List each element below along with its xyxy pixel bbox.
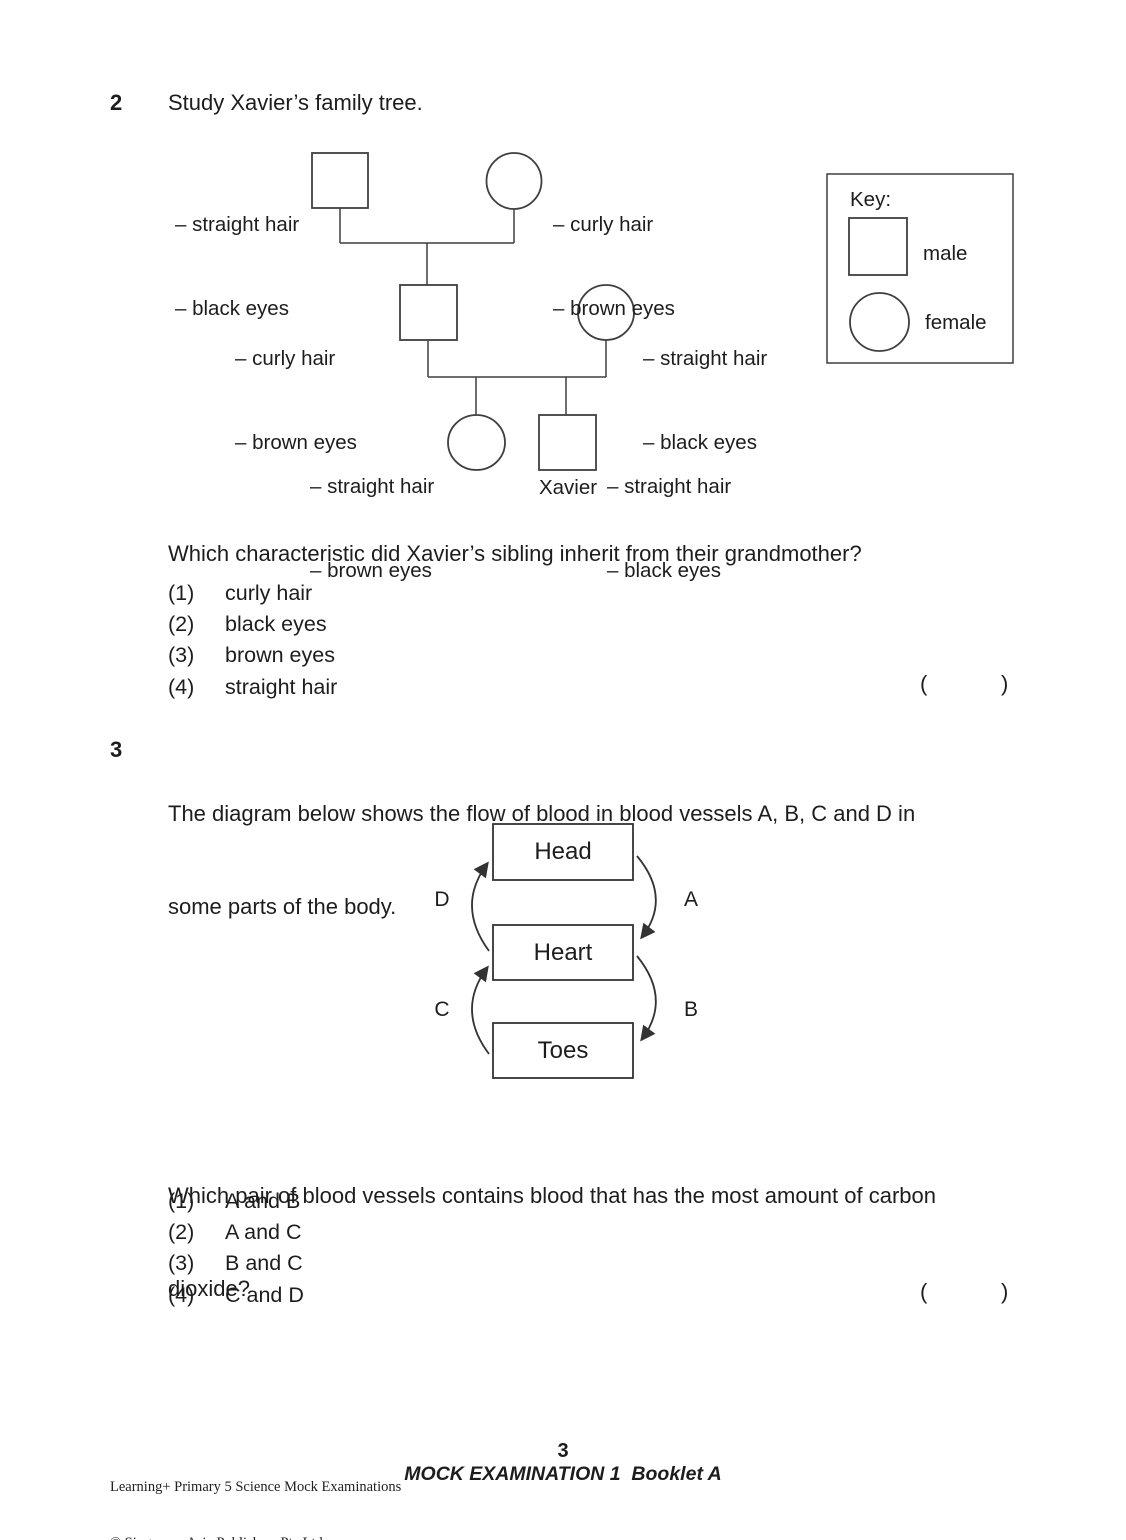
q2-option-3-number: (3) bbox=[168, 643, 195, 667]
vessel-a-label: A bbox=[683, 888, 698, 911]
trait-line: – brown eyes bbox=[553, 297, 675, 320]
flow-box-heart-label: Heart bbox=[533, 939, 593, 966]
q2-option-2-label: black eyes bbox=[225, 612, 327, 636]
q2-option-2: (2) black eyes bbox=[168, 612, 327, 637]
footer-booklet-title: MOCK EXAMINATION 1 Booklet A bbox=[404, 1463, 722, 1485]
footer-imprint: Learning+ Primary 5 Science Mock Examina… bbox=[110, 1441, 401, 1540]
pedigree-xavier-male-symbol bbox=[538, 414, 597, 471]
q2-option-1: (1) curly hair bbox=[168, 581, 312, 606]
trait-line: – black eyes bbox=[607, 559, 721, 582]
q3-answer-bracket-open: ( bbox=[920, 1279, 928, 1304]
q3-option-2-label: A and C bbox=[225, 1220, 302, 1244]
q3-option-4: (4) C and D bbox=[168, 1283, 304, 1308]
q3-option-3: (3) B and C bbox=[168, 1251, 303, 1276]
q3-option-3-label: B and C bbox=[225, 1251, 303, 1275]
pedigree-sister-female-symbol bbox=[447, 414, 506, 471]
pedigree-father-male-symbol bbox=[399, 284, 458, 341]
key-male-symbol bbox=[848, 217, 908, 276]
footer-page-number: 3 bbox=[557, 1440, 569, 1462]
q3-question-line-1: Which pair of blood vessels contains blo… bbox=[168, 1183, 936, 1208]
key-female-symbol bbox=[849, 292, 910, 352]
q2-option-1-label: curly hair bbox=[225, 581, 313, 605]
vessel-c-label: C bbox=[434, 998, 450, 1021]
flow-box-toes-label: Toes bbox=[537, 1037, 589, 1064]
q3-number: 3 bbox=[110, 737, 123, 762]
pedigree-grandfather-male-symbol bbox=[311, 152, 369, 209]
q3-option-4-number: (4) bbox=[168, 1283, 195, 1307]
pedigree-sister-traits: – straight hair – brown eyes bbox=[310, 417, 434, 641]
trait-line: – brown eyes bbox=[235, 431, 357, 454]
footer-imprint-line-2: © Singapore Asia Publishers Pte Ltd bbox=[110, 1534, 401, 1540]
q3-option-2-number: (2) bbox=[168, 1220, 195, 1244]
q3-answer-bracket-close: ) bbox=[1001, 1279, 1009, 1304]
footer-imprint-line-1: Learning+ Primary 5 Science Mock Examina… bbox=[110, 1479, 402, 1495]
q2-option-4: (4) straight hair bbox=[168, 675, 337, 700]
pedigree-xavier-traits: – straight hair – black eyes bbox=[607, 417, 731, 641]
pedigree-mother-traits: – straight hair – black eyes bbox=[643, 289, 767, 513]
pedigree-xavier-name: Xavier bbox=[538, 476, 598, 499]
q2-option-4-label: straight hair bbox=[225, 675, 338, 699]
key-title: Key: bbox=[850, 188, 892, 211]
q2-answer-bracket-open: ( bbox=[920, 671, 928, 696]
key-male-label: male bbox=[923, 242, 968, 265]
pedigree-grandmother-traits: – curly hair – brown eyes bbox=[553, 155, 675, 379]
pedigree-grandfather-traits: – straight hair – black eyes bbox=[175, 155, 299, 379]
flow-box-head-label: Head bbox=[534, 838, 592, 865]
trait-line: – straight hair bbox=[175, 213, 300, 236]
trait-line: – straight hair bbox=[310, 475, 435, 498]
q2-option-2-number: (2) bbox=[168, 612, 195, 636]
trait-line: – black eyes bbox=[175, 297, 289, 320]
q2-option-3: (3) brown eyes bbox=[168, 643, 335, 668]
trait-line: – curly hair bbox=[553, 213, 654, 236]
pedigree-grandmother-female-symbol bbox=[485, 152, 543, 210]
q3-option-3-number: (3) bbox=[168, 1251, 195, 1275]
trait-line: – brown eyes bbox=[310, 559, 432, 582]
trait-line: – straight hair bbox=[607, 475, 732, 498]
trait-line: – straight hair bbox=[643, 347, 768, 370]
q3-prompt: The diagram below shows the flow of bloo… bbox=[168, 736, 915, 984]
trait-line: – black eyes bbox=[643, 431, 757, 454]
q2-answer-bracket-close: ) bbox=[1001, 671, 1009, 696]
q3-question-line-2: dioxide? bbox=[168, 1276, 250, 1301]
q2-option-4-number: (4) bbox=[168, 675, 195, 699]
q3-option-1: (1) A and B bbox=[168, 1189, 300, 1214]
q3-question: Which pair of blood vessels contains blo… bbox=[168, 1118, 936, 1366]
q2-question: Which characteristic did Xavier’s siblin… bbox=[168, 541, 862, 566]
vessel-b-label: B bbox=[683, 998, 698, 1021]
pedigree-father-traits: – curly hair – brown eyes bbox=[235, 289, 357, 513]
q2-option-3-label: brown eyes bbox=[225, 643, 335, 667]
q3-option-1-number: (1) bbox=[168, 1189, 195, 1213]
key-female-label: female bbox=[925, 311, 987, 334]
q3-option-2: (2) A and C bbox=[168, 1220, 302, 1245]
q3-prompt-line-1: The diagram below shows the flow of bloo… bbox=[168, 801, 916, 826]
q2-number: 2 bbox=[110, 90, 123, 115]
trait-line: – curly hair bbox=[235, 347, 336, 370]
q3-prompt-line-2: some parts of the body. bbox=[168, 894, 397, 919]
q3-option-4-label: C and D bbox=[225, 1283, 304, 1307]
q3-option-1-label: A and B bbox=[225, 1189, 301, 1213]
vessel-d-label: D bbox=[434, 888, 450, 911]
q2-option-1-number: (1) bbox=[168, 581, 195, 605]
q2-prompt: Study Xavier’s family tree. bbox=[168, 90, 423, 115]
